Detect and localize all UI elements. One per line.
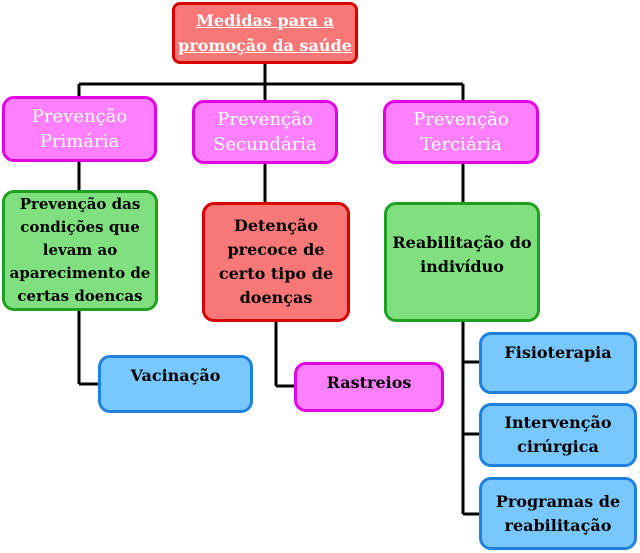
description-secondary: Detenção precoce de certo tipo de doença… (202, 202, 350, 322)
category-primary-label: Prevenção Primária (31, 106, 128, 152)
action-programas-label: Programas de reabilitação (495, 491, 621, 535)
description-secondary-label: Detenção precoce de certo tipo de doença… (218, 216, 334, 307)
category-tertiary-label: Prevenção Terciária (413, 109, 509, 155)
action-vacinacao: Vacinação (98, 355, 253, 413)
description-primary: Prevenção das condições que levam ao apa… (2, 190, 158, 311)
description-tertiary: Reabilitação do indivíduo (384, 202, 540, 322)
category-secondary-label: Prevenção Secundária (213, 109, 317, 155)
category-primary: Prevenção Primária (2, 96, 157, 162)
action-rastreios: Rastreios (294, 362, 444, 412)
action-vacinacao-label: Vacinação (130, 366, 221, 385)
action-rastreios-label: Rastreios (326, 373, 412, 392)
description-tertiary-label: Reabilitação do indivíduo (392, 233, 532, 276)
action-programas: Programas de reabilitação (479, 477, 637, 550)
action-intervencao-label: Intervenção cirúrgica (504, 413, 612, 456)
root-node: Medidas para a promoção da saúde (172, 2, 358, 64)
action-fisioterapia: Fisioterapia (479, 332, 637, 394)
action-fisioterapia-label: Fisioterapia (504, 343, 612, 362)
action-intervencao: Intervenção cirúrgica (479, 403, 637, 467)
category-secondary: Prevenção Secundária (192, 100, 338, 164)
root-label: Medidas para a promoção da saúde (178, 11, 352, 55)
category-tertiary: Prevenção Terciária (383, 100, 539, 164)
description-primary-label: Prevenção das condições que levam ao apa… (9, 195, 151, 305)
